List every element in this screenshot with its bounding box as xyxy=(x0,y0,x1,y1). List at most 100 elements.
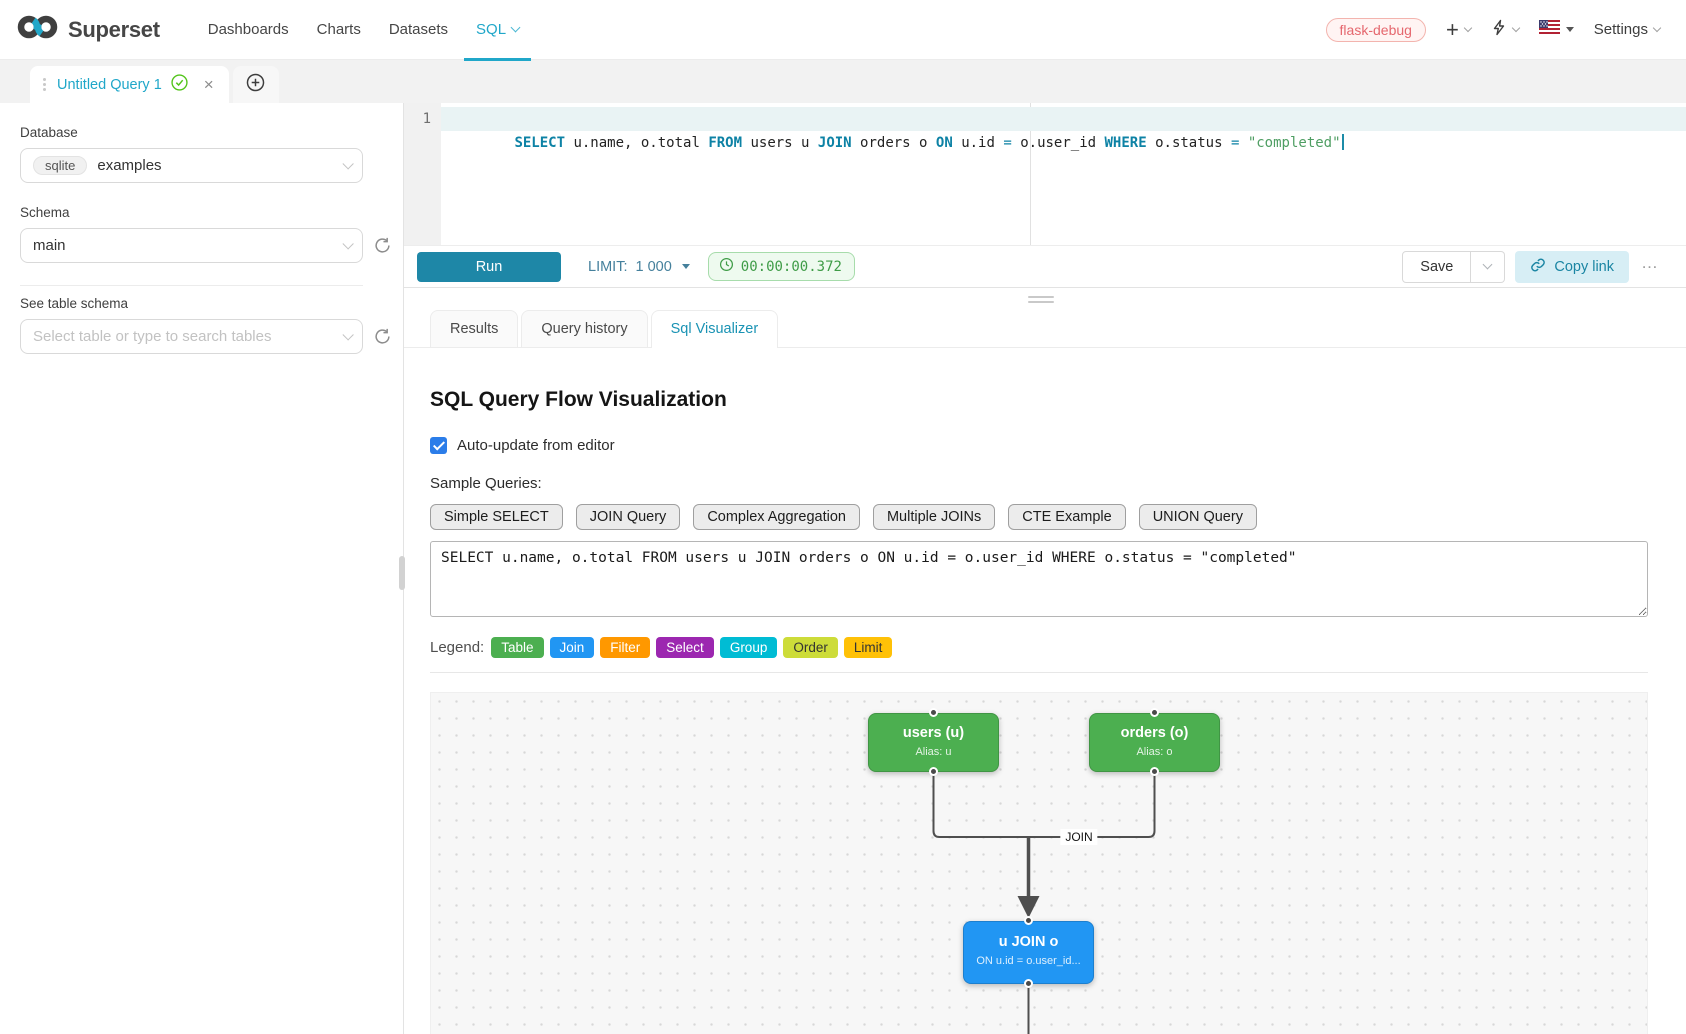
flow-node-join[interactable]: u JOIN o ON u.id = o.user_id... xyxy=(963,921,1094,984)
node-title: orders (o) xyxy=(1120,725,1189,741)
clock-icon xyxy=(719,257,734,276)
legend-badge: Select xyxy=(656,637,714,658)
schema-select[interactable]: main xyxy=(20,228,363,263)
legend-badge: Limit xyxy=(843,637,893,658)
schema-label: Schema xyxy=(20,205,70,220)
auto-update-checkbox[interactable] xyxy=(430,437,447,454)
legend-label: Legend: xyxy=(430,639,485,656)
main-nav: Dashboards Charts Datasets SQL xyxy=(194,0,533,61)
node-handle[interactable] xyxy=(1024,979,1033,988)
legend-badge: Join xyxy=(549,637,595,658)
caret-down-icon xyxy=(681,264,690,269)
timer-value: 00:00:00.372 xyxy=(740,258,842,275)
database-select[interactable]: sqlite examples xyxy=(20,148,363,183)
link-icon xyxy=(1530,257,1546,277)
edge-label-join: JOIN xyxy=(1060,829,1098,845)
nav-item-charts[interactable]: Charts xyxy=(316,21,361,38)
copy-link-button[interactable]: Copy link xyxy=(1515,250,1629,283)
sample-query-button[interactable]: Complex Aggregation xyxy=(693,504,860,530)
node-handle[interactable] xyxy=(929,708,938,717)
new-item-menu[interactable]: + xyxy=(1446,18,1473,40)
save-button[interactable]: Save xyxy=(1402,250,1472,283)
node-subtitle: Alias: o xyxy=(1136,746,1173,758)
sample-query-button[interactable]: UNION Query xyxy=(1138,504,1257,530)
chevron-down-icon xyxy=(1463,23,1473,32)
result-tab-sql-visualizer[interactable]: Sql Visualizer xyxy=(650,310,779,348)
run-button[interactable]: Run xyxy=(417,251,561,282)
us-flag-icon xyxy=(1538,20,1560,39)
flow-edges xyxy=(932,772,1156,1034)
node-handle[interactable] xyxy=(929,767,938,776)
flow-node-users[interactable]: users (u) Alias: u xyxy=(868,713,999,772)
sample-queries-label: Sample Queries: xyxy=(430,475,542,492)
sample-query-button[interactable]: Multiple JOINs xyxy=(872,504,996,530)
limit-label: LIMIT: xyxy=(588,258,628,275)
sample-query-button[interactable]: Simple SELECT xyxy=(430,504,563,530)
lightning-bolt-icon xyxy=(1491,19,1507,41)
copy-link-label: Copy link xyxy=(1554,258,1614,275)
node-subtitle: Alias: u xyxy=(915,746,952,758)
plus-circle-icon xyxy=(246,73,265,97)
sample-query-buttons: Simple SELECT JOIN Query Complex Aggregati… xyxy=(430,504,1648,530)
legend-badge: Group xyxy=(719,637,778,658)
query-tab-label: Untitled Query 1 xyxy=(57,76,162,93)
sql-visualizer-panel: SQL Query Flow Visualization Auto-update… xyxy=(404,348,1686,1034)
query-tab-untitled-query-1[interactable]: Untitled Query 1 × xyxy=(30,66,229,103)
brand-name: Superset xyxy=(68,16,160,42)
legend-badge: Table xyxy=(491,637,544,658)
nav-item-dashboards[interactable]: Dashboards xyxy=(207,21,289,38)
refresh-tables-icon[interactable] xyxy=(374,328,391,350)
page-title: SQL Query Flow Visualization xyxy=(430,388,727,411)
node-handle[interactable] xyxy=(1150,767,1159,776)
navbar-right: flask-debug + xyxy=(1325,17,1662,42)
settings-menu[interactable]: Settings xyxy=(1594,21,1662,38)
table-schema-label: See table schema xyxy=(20,296,129,311)
sql-editor-pane: 1 SELECT u.name, o.total FROM users u JO… xyxy=(404,103,1686,1034)
close-tab-icon[interactable]: × xyxy=(203,74,214,94)
node-handle[interactable] xyxy=(1150,708,1159,717)
sample-query-button[interactable]: JOIN Query xyxy=(575,504,681,530)
chevron-down-icon xyxy=(342,328,354,341)
save-options-button[interactable] xyxy=(1471,250,1506,283)
sample-query-button[interactable]: CTE Example xyxy=(1008,504,1126,530)
superset-logo[interactable]: Superset xyxy=(16,13,160,46)
query-search-menu[interactable] xyxy=(1491,19,1521,41)
node-subtitle: ON u.id = o.user_id... xyxy=(976,955,1081,967)
refresh-schemas-icon[interactable] xyxy=(374,237,391,259)
result-tab-results[interactable]: Results xyxy=(430,310,519,347)
chevron-down-icon xyxy=(1511,23,1521,32)
editor-print-margin xyxy=(1030,103,1031,245)
flow-node-orders[interactable]: orders (o) Alias: o xyxy=(1089,713,1220,772)
table-select[interactable]: Select table or type to search tables xyxy=(20,319,363,354)
south-pane-resize-handle[interactable] xyxy=(1028,296,1054,306)
language-picker[interactable] xyxy=(1538,20,1574,39)
table-select-placeholder: Select table or type to search tables xyxy=(33,328,272,345)
chevron-down-icon xyxy=(1652,23,1662,32)
sql-code-editor[interactable]: 1 SELECT u.name, o.total FROM users u JO… xyxy=(404,103,1686,245)
caret-down-icon xyxy=(1565,27,1574,32)
new-query-tab-button[interactable] xyxy=(232,66,279,103)
query-tab-strip: Untitled Query 1 × xyxy=(0,60,1686,103)
limit-dropdown[interactable]: LIMIT: 1 000 xyxy=(588,259,690,275)
sidebar-resize-handle[interactable] xyxy=(399,556,405,590)
sql-lab-sidebar: Database sqlite examples Schema main See… xyxy=(0,103,403,1034)
sql-input-textarea[interactable]: SELECT u.name, o.total FROM users u JOIN… xyxy=(430,541,1648,617)
line-number: 1 xyxy=(422,111,431,127)
top-navbar: Superset Dashboards Charts Datasets SQL fla… xyxy=(0,0,1686,61)
editor-toolbar: Run LIMIT: 1 000 00:00:00.372 Save xyxy=(404,245,1686,288)
editor-active-line[interactable]: SELECT u.name, o.total FROM users u JOIN… xyxy=(441,107,1686,151)
node-handle[interactable] xyxy=(1024,916,1033,925)
nav-item-datasets[interactable]: Datasets xyxy=(388,21,449,38)
sql-code-text: SELECT u.name, o.total FROM users u JOIN… xyxy=(514,135,1341,151)
nav-item-sql[interactable]: SQL xyxy=(462,0,533,61)
query-flow-canvas[interactable]: JOIN users (u) Alias: u orders (o) Alias… xyxy=(430,692,1648,1034)
editor-gutter: 1 xyxy=(404,103,441,245)
database-type-badge: sqlite xyxy=(33,156,88,175)
drag-handle-icon xyxy=(43,83,46,86)
node-title: u JOIN o xyxy=(998,934,1059,950)
result-tab-query-history[interactable]: Query history xyxy=(521,310,648,347)
more-options-button[interactable]: … xyxy=(1641,254,1660,276)
